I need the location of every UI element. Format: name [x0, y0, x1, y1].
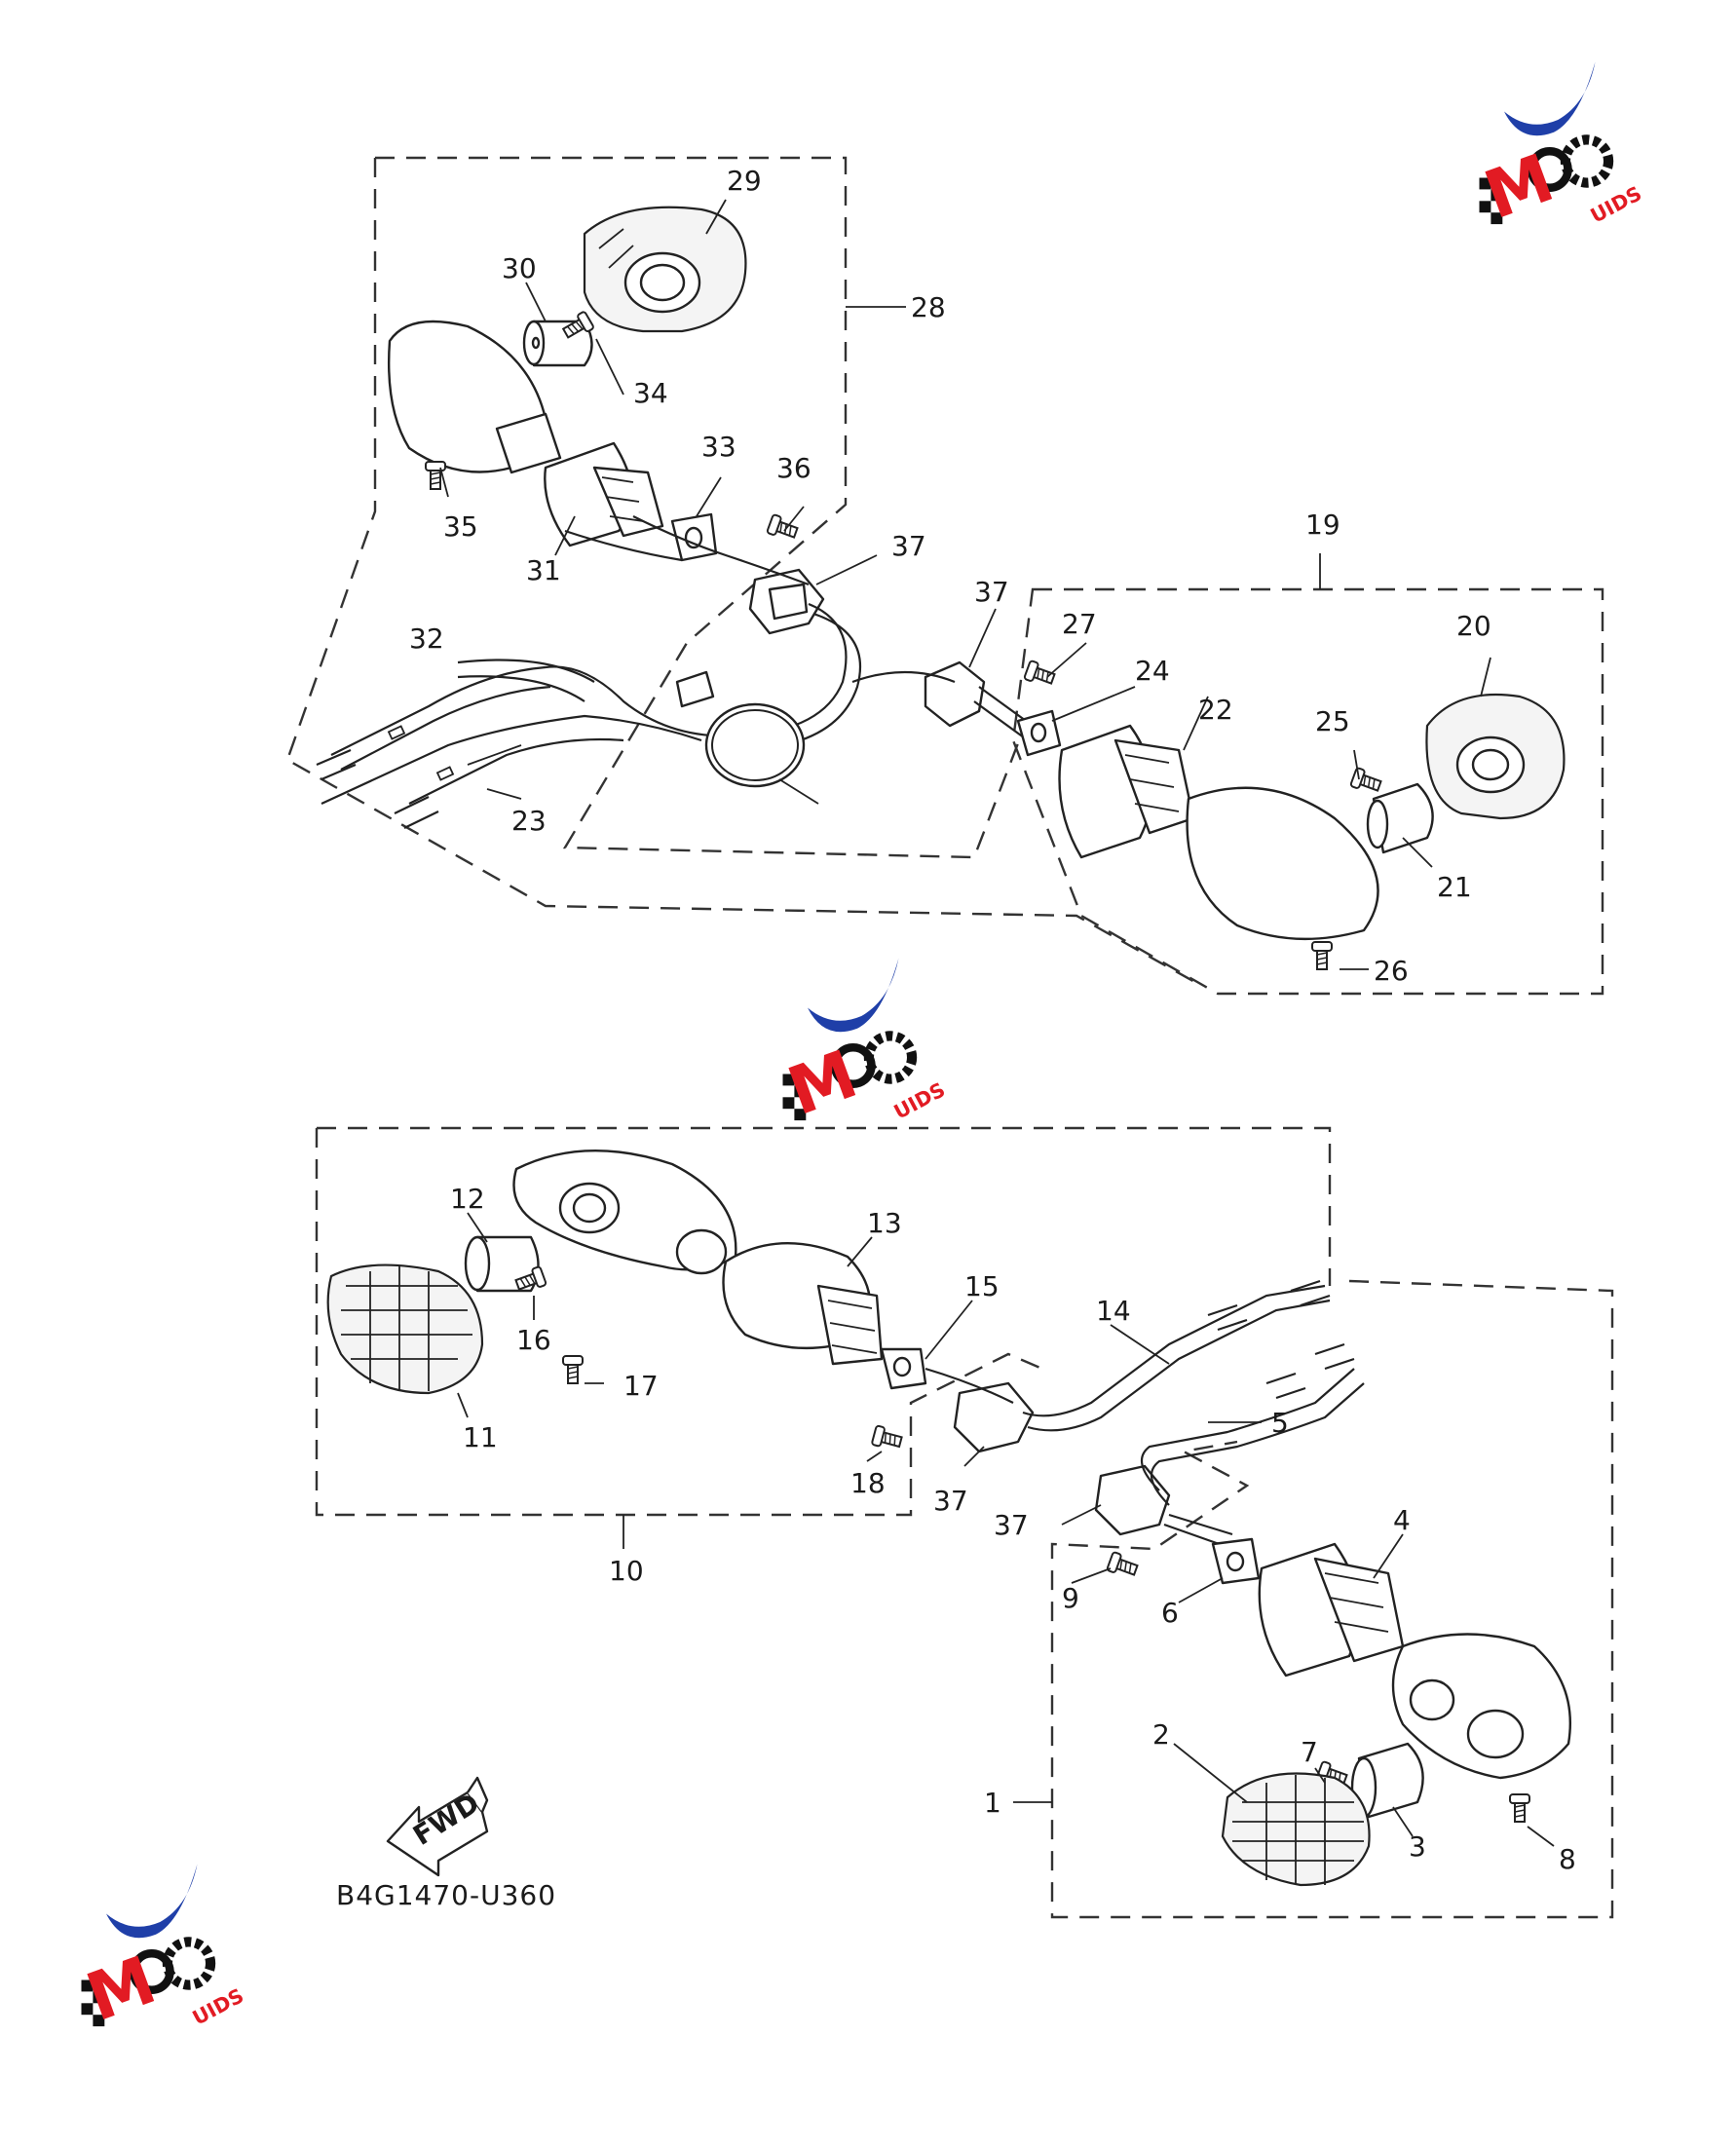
housing-body-1: [1391, 1633, 1572, 1780]
callout-1: 1: [984, 1787, 1001, 1819]
box-assembly-28: [285, 156, 1199, 986]
housing-body-upper: [387, 320, 562, 474]
logo-suffix: UIDS: [189, 1983, 248, 2029]
callout-27: 27: [1062, 608, 1097, 640]
callout-14: 14: [1096, 1295, 1131, 1327]
holder-37-lower-left: [953, 1381, 1035, 1453]
holder-37-upper-left: [748, 568, 825, 635]
callout-2: 2: [1152, 1718, 1170, 1751]
forward-direction-arrow: FWD: [386, 1776, 489, 1877]
moto-guids-logo-top-right: M UIDS: [1475, 62, 1645, 235]
callout-37: 37: [994, 1509, 1029, 1541]
leader-lines-lower: [457, 1212, 1555, 1847]
screw-17: [562, 1355, 584, 1384]
stay-4: [1258, 1542, 1405, 1678]
holder-37-lower-right: [1094, 1464, 1171, 1536]
wire-harness-lower: [925, 1284, 1365, 1549]
grommet-6: [1211, 1537, 1261, 1585]
callout-24: 24: [1135, 655, 1170, 687]
screw-25: [1349, 766, 1384, 797]
wire-ends-lower: [1207, 1279, 1355, 1400]
callout-37: 37: [933, 1485, 968, 1517]
callout-21: 21: [1437, 871, 1472, 903]
screw-18: [870, 1424, 904, 1452]
callout-3: 3: [1409, 1830, 1426, 1863]
callout-17: 17: [623, 1370, 659, 1402]
lens-11: [326, 1263, 484, 1395]
screw-9: [1106, 1550, 1141, 1581]
callout-23: 23: [511, 805, 547, 837]
box-assembly-1: [1050, 1279, 1614, 1919]
callout-30: 30: [502, 252, 537, 284]
diagram-code: B4G1470-U360: [336, 1879, 556, 1911]
holder-37-upper-right: [924, 660, 986, 728]
callout-11: 11: [463, 1421, 498, 1453]
stay-31: [544, 441, 664, 547]
callout-26: 26: [1374, 955, 1409, 987]
leader-lines: [439, 199, 1491, 970]
callout-22: 22: [1198, 694, 1233, 726]
callout-16: 16: [516, 1324, 551, 1356]
callout-37: 37: [974, 576, 1009, 608]
screw-8: [1509, 1793, 1530, 1823]
callout-4: 4: [1393, 1504, 1411, 1536]
callout-28: 28: [911, 291, 946, 323]
callout-10: 10: [609, 1555, 644, 1587]
band-38: [675, 670, 806, 788]
callout-37: 37: [891, 530, 926, 562]
grommet-15: [880, 1347, 927, 1390]
callout-20: 20: [1456, 610, 1491, 642]
callout-34: 34: [633, 377, 668, 409]
callout-36: 36: [776, 452, 811, 484]
callout-7: 7: [1301, 1736, 1318, 1768]
grommet-24: [1016, 709, 1062, 757]
callout-25: 25: [1315, 705, 1350, 737]
screw-26: [1311, 941, 1333, 970]
box-assembly-19: [1011, 587, 1604, 996]
callout-5: 5: [1271, 1407, 1289, 1439]
bulb-21: [1366, 782, 1434, 854]
moto-guids-logo-bottom-left: M UIDS: [77, 1865, 247, 2037]
stay-13: [722, 1242, 884, 1366]
callout-12: 12: [450, 1183, 485, 1215]
lens-2: [1221, 1772, 1371, 1887]
lens-20: [1425, 693, 1566, 820]
lens-29: [583, 206, 747, 333]
callout-18: 18: [850, 1467, 886, 1499]
wire-ends-upper: [316, 725, 455, 829]
callout-29: 29: [727, 165, 762, 197]
housing-body-10: [512, 1149, 737, 1275]
callout-9: 9: [1062, 1582, 1079, 1614]
callout-31: 31: [526, 554, 561, 586]
callout-32: 32: [409, 622, 444, 655]
housing-body-19: [1186, 786, 1379, 941]
logo-suffix: UIDS: [890, 1077, 950, 1123]
callout-19: 19: [1305, 509, 1340, 541]
callout-13: 13: [867, 1207, 902, 1239]
callout-6: 6: [1161, 1597, 1179, 1629]
callout-35: 35: [443, 510, 478, 543]
moto-guids-logo-center: M UIDS: [778, 959, 949, 1131]
callout-33: 33: [701, 431, 736, 463]
callout-labels: 29 30 28 34 33 36 35 31 37 37 19 27 20 2…: [409, 165, 1576, 1875]
box-assembly-10: [315, 1126, 1332, 1517]
logo-suffix: UIDS: [1587, 181, 1646, 227]
stay-22: [1058, 724, 1195, 859]
callout-15: 15: [964, 1270, 1000, 1302]
callout-8: 8: [1559, 1843, 1576, 1875]
